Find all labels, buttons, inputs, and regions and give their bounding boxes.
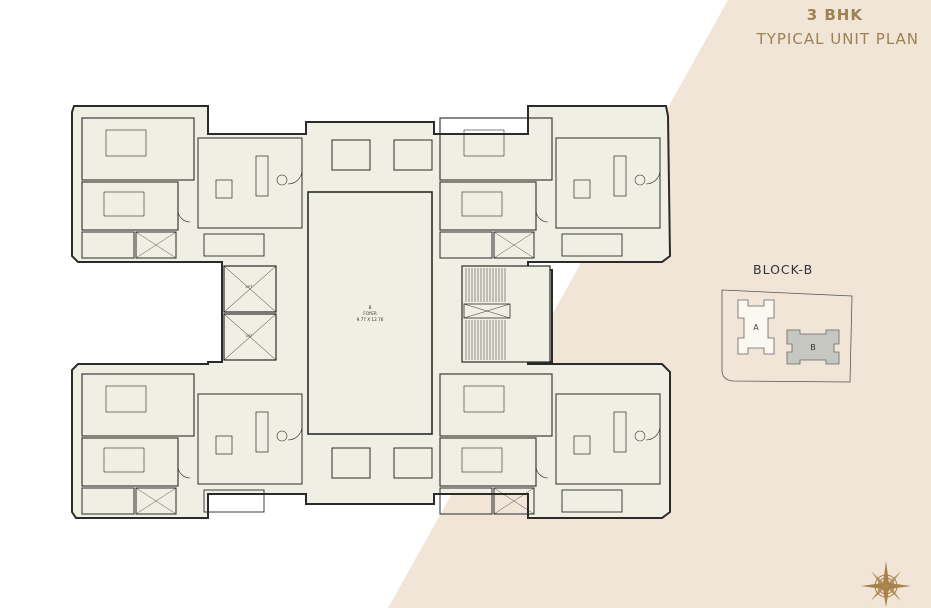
coffee-table [634, 174, 646, 186]
bedroom-wall [439, 373, 553, 437]
door-swing [645, 169, 661, 185]
foyer-size: 9.77 X 12.76 [357, 317, 384, 322]
shaft-cross [493, 231, 535, 259]
block-b-outline [786, 329, 840, 365]
lift-label-upper: LIFT [246, 285, 254, 289]
bed [105, 385, 147, 413]
shaft-wall [493, 487, 535, 515]
unit-type-title: 3 BHK [806, 6, 863, 24]
dining-table [573, 179, 591, 199]
door-swing [287, 425, 303, 441]
shaft-wall [135, 231, 177, 259]
door-swing [177, 209, 191, 223]
drawing-room-wall [197, 137, 303, 229]
bed [103, 447, 145, 473]
compass-rose-icon [861, 561, 911, 607]
shaft-wall [493, 231, 535, 259]
drawing-room-wall [555, 137, 661, 229]
bedroom-wall [331, 139, 371, 171]
bed [463, 385, 505, 413]
door-swing [287, 169, 303, 185]
door-swing [645, 425, 661, 441]
bedroom-wall [393, 139, 433, 171]
sofa [613, 155, 627, 197]
bedroom-wall [439, 181, 537, 231]
bedroom-wall [81, 181, 179, 231]
foyer-room [307, 191, 433, 435]
bed [461, 447, 503, 473]
dining-table [573, 435, 591, 455]
bed [463, 129, 505, 157]
block-a-label: A [753, 323, 759, 332]
block-a-outline [737, 299, 775, 355]
bed [105, 129, 147, 157]
bedroom-wall [81, 373, 195, 437]
coffee-table [276, 174, 288, 186]
shaft-wall [135, 487, 177, 515]
kitchen-wall [203, 233, 265, 257]
site-boundary [721, 289, 853, 383]
door-swing [535, 465, 549, 479]
dining-table [215, 435, 233, 455]
foyer-name: FOYER [363, 311, 377, 316]
lift-label-lower: LIFT [246, 334, 254, 338]
drawing-room-wall [555, 393, 661, 485]
sofa [255, 411, 269, 453]
bedroom-wall [81, 437, 179, 487]
bedroom-wall [393, 447, 433, 479]
toilet-wall [439, 231, 493, 259]
kitchen-wall [203, 489, 265, 513]
coffee-table [276, 430, 288, 442]
lift-cross [223, 265, 277, 313]
sofa [613, 411, 627, 453]
bedroom-wall [439, 117, 553, 181]
bedroom-wall [439, 437, 537, 487]
plan-title: TYPICAL UNIT PLAN [756, 30, 919, 48]
toilet-wall [81, 231, 135, 259]
drawing-room-wall [197, 393, 303, 485]
bedroom-wall [81, 117, 195, 181]
kitchen-wall [561, 233, 623, 257]
shaft-cross [135, 487, 177, 515]
block-b-label: B [810, 343, 816, 352]
toilet-wall [81, 487, 135, 515]
kitchen-wall [561, 489, 623, 513]
stair-landing-cross [463, 303, 511, 319]
sofa [255, 155, 269, 197]
toilet-wall [439, 487, 493, 515]
shaft-cross [493, 487, 535, 515]
bed [103, 191, 145, 217]
door-swing [177, 465, 191, 479]
lift-cross [223, 313, 277, 361]
foyer-letter: B [369, 305, 372, 310]
stair-landing [463, 303, 511, 319]
dining-table [215, 179, 233, 199]
door-swing [535, 209, 549, 223]
shaft-cross [135, 231, 177, 259]
coffee-table [634, 430, 646, 442]
bedroom-wall [331, 447, 371, 479]
key-plan-title: BLOCK-B [753, 262, 814, 277]
bed [461, 191, 503, 217]
